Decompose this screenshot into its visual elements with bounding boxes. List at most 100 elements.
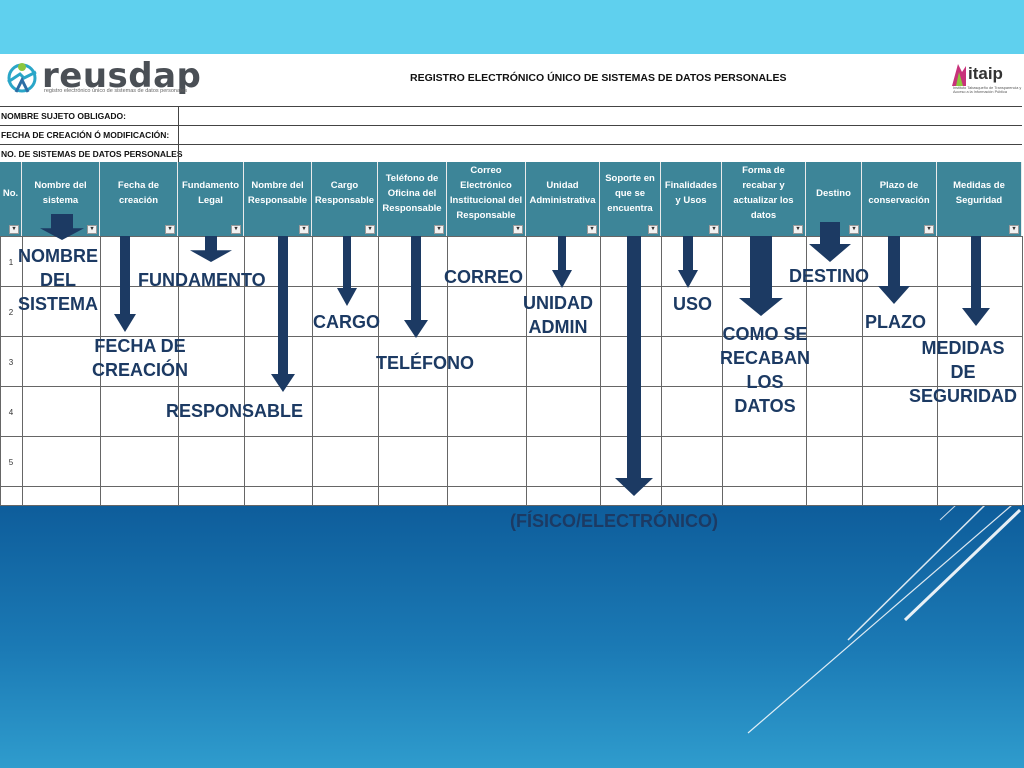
annotation-destino: DESTINO — [789, 266, 870, 286]
grid-line — [312, 236, 313, 505]
reusdap-logo: reusdap registro electrónico único de si… — [2, 54, 202, 100]
column-header-label: Soporte en que se encuentra — [605, 172, 655, 214]
filter-dropdown-icon[interactable]: ▾ — [648, 225, 658, 234]
filter-dropdown-icon[interactable]: ▾ — [793, 225, 803, 234]
filter-dropdown-icon[interactable]: ▾ — [513, 225, 523, 234]
reusdap-logo-text: reusdap — [42, 56, 202, 96]
annotation-correo: CORREO — [444, 267, 524, 287]
annotation-forma: COMO SE RECABAN LOS DATOS — [720, 324, 810, 416]
info-row-fecha: FECHA DE CREACIÓN Ó MODIFICACIÓN: — [0, 125, 1022, 144]
annotation-fundamento: FUNDAMENTO — [138, 270, 266, 290]
column-header-label: Cargo Responsable — [314, 180, 375, 206]
grid-line — [661, 236, 662, 505]
column-header-label: Nombre del sistema — [34, 180, 87, 206]
top-band — [0, 0, 1024, 54]
row-number: 1 — [8, 258, 14, 267]
itaip-logo-icon — [952, 64, 966, 86]
column-header-label: No. — [2, 187, 19, 199]
annotation-plazo: PLAZO — [865, 312, 926, 332]
annotation-medidas: MEDIDAS DE SEGURIDAD — [909, 338, 1018, 406]
grid-line — [937, 236, 938, 505]
grid-line — [378, 236, 379, 505]
filter-dropdown-icon[interactable]: ▾ — [231, 225, 241, 234]
annotation-cargo: CARGO — [313, 312, 380, 332]
filter-dropdown-icon[interactable]: ▾ — [365, 225, 375, 234]
column-header: Fundamento Legal ▾ — [178, 162, 244, 236]
info-label: NO. DE SISTEMAS DE DATOS PERSONALES — [1, 149, 183, 159]
grid-line — [178, 236, 179, 505]
filter-dropdown-icon[interactable]: ▾ — [9, 225, 19, 234]
grid-line — [447, 236, 448, 505]
reusdap-logo-icon — [7, 63, 37, 93]
column-header: Cargo Responsable ▾ — [312, 162, 378, 236]
column-header: Soporte en que se encuentra ▾ — [600, 162, 661, 236]
spreadsheet-image: reusdap registro electrónico único de si… — [0, 54, 1024, 506]
filter-dropdown-icon[interactable]: ▾ — [434, 225, 444, 234]
column-header: Forma de recabar y actualizar los datos ▾ — [722, 162, 806, 236]
grid-line — [0, 336, 1022, 337]
annotation-telefono: TELÉFONO — [376, 353, 474, 373]
itaip-logo-text: itaip — [968, 64, 1003, 83]
grid-line — [0, 236, 1, 505]
grid-line — [0, 486, 1022, 487]
filter-dropdown-icon[interactable]: ▾ — [1009, 225, 1019, 234]
annotation-unidad: UNIDAD ADMIN — [523, 293, 593, 337]
row-number: 5 — [8, 458, 14, 467]
grid-line — [0, 386, 1022, 387]
info-row-numero: NO. DE SISTEMAS DE DATOS PERSONALES — [0, 144, 1022, 163]
grid-line — [0, 436, 1022, 437]
grid-line — [806, 236, 807, 505]
column-header-label: Nombre del Responsable — [247, 180, 308, 206]
column-header-label: Fundamento Legal — [182, 180, 239, 206]
grid-line — [1022, 236, 1023, 505]
column-header: Medidas de Seguridad ▾ — [937, 162, 1022, 236]
column-header-label: Destino — [816, 187, 851, 199]
column-header: Finalidades y Usos ▾ — [661, 162, 722, 236]
annotation-soporte: (FÍSICO/ELECTRÓNICO) — [510, 511, 718, 531]
column-header: Correo Electrónico Institucional del Res… — [447, 162, 526, 236]
filter-dropdown-icon[interactable]: ▾ — [87, 225, 97, 234]
column-header: Plazo de conservación ▾ — [862, 162, 937, 236]
filter-dropdown-icon[interactable]: ▾ — [849, 225, 859, 234]
background-bottom — [0, 505, 1024, 768]
column-header-label: Correo Electrónico Institucional del Res… — [449, 165, 523, 221]
filter-dropdown-icon[interactable]: ▾ — [924, 225, 934, 234]
filter-dropdown-icon[interactable]: ▾ — [299, 225, 309, 234]
row-number: 4 — [8, 408, 14, 417]
column-header: Nombre del Responsable ▾ — [244, 162, 312, 236]
column-header-label: Medidas de Seguridad — [953, 180, 1005, 206]
column-header: Nombre del sistema ▾ — [22, 162, 100, 236]
filter-dropdown-icon[interactable]: ▾ — [587, 225, 597, 234]
filter-dropdown-icon[interactable]: ▾ — [709, 225, 719, 234]
info-label: FECHA DE CREACIÓN Ó MODIFICACIÓN: — [1, 130, 170, 140]
grid-line — [526, 236, 527, 505]
column-header-label: Plazo de conservación — [868, 180, 930, 206]
grid-line — [0, 505, 1022, 506]
column-header-label: Unidad Administrativa — [529, 180, 596, 206]
column-header: Unidad Administrativa ▾ — [526, 162, 600, 236]
itaip-logo: itaip Instituto Tabasqueño de Transparen… — [948, 56, 1022, 102]
column-header-label: Fecha de creación — [117, 180, 160, 206]
annotation-uso: USO — [673, 294, 713, 314]
column-header-label: Forma de recabar y actualizar los datos — [733, 165, 794, 221]
column-header-label: Teléfono de Oficina del Responsable — [382, 172, 442, 214]
grid-line — [244, 236, 245, 505]
row-number: 2 — [8, 308, 14, 317]
grid-line — [862, 236, 863, 505]
itaip-logo-subtitle: Instituto Tabasqueño de Transparencia y … — [953, 86, 1022, 95]
grid-line — [722, 236, 723, 505]
page-title: REGISTRO ELECTRÓNICO ÚNICO DE SISTEMAS D… — [410, 72, 787, 84]
annotation-fecha: FECHA DE CREACIÓN — [92, 336, 189, 380]
grid-line — [100, 236, 101, 505]
grid-line — [0, 286, 1022, 287]
filter-dropdown-icon[interactable]: ▾ — [165, 225, 175, 234]
column-header-label: Finalidades y Usos — [664, 180, 718, 206]
row-number: 3 — [8, 358, 14, 367]
grid-line — [22, 236, 23, 505]
column-header: No. ▾ — [0, 162, 22, 236]
grid-line — [600, 236, 601, 505]
info-label: NOMBRE SUJETO OBLIGADO: — [1, 111, 126, 121]
column-header: Fecha de creación ▾ — [100, 162, 178, 236]
column-header: Destino ▾ — [806, 162, 862, 236]
grid-line — [0, 236, 1022, 237]
